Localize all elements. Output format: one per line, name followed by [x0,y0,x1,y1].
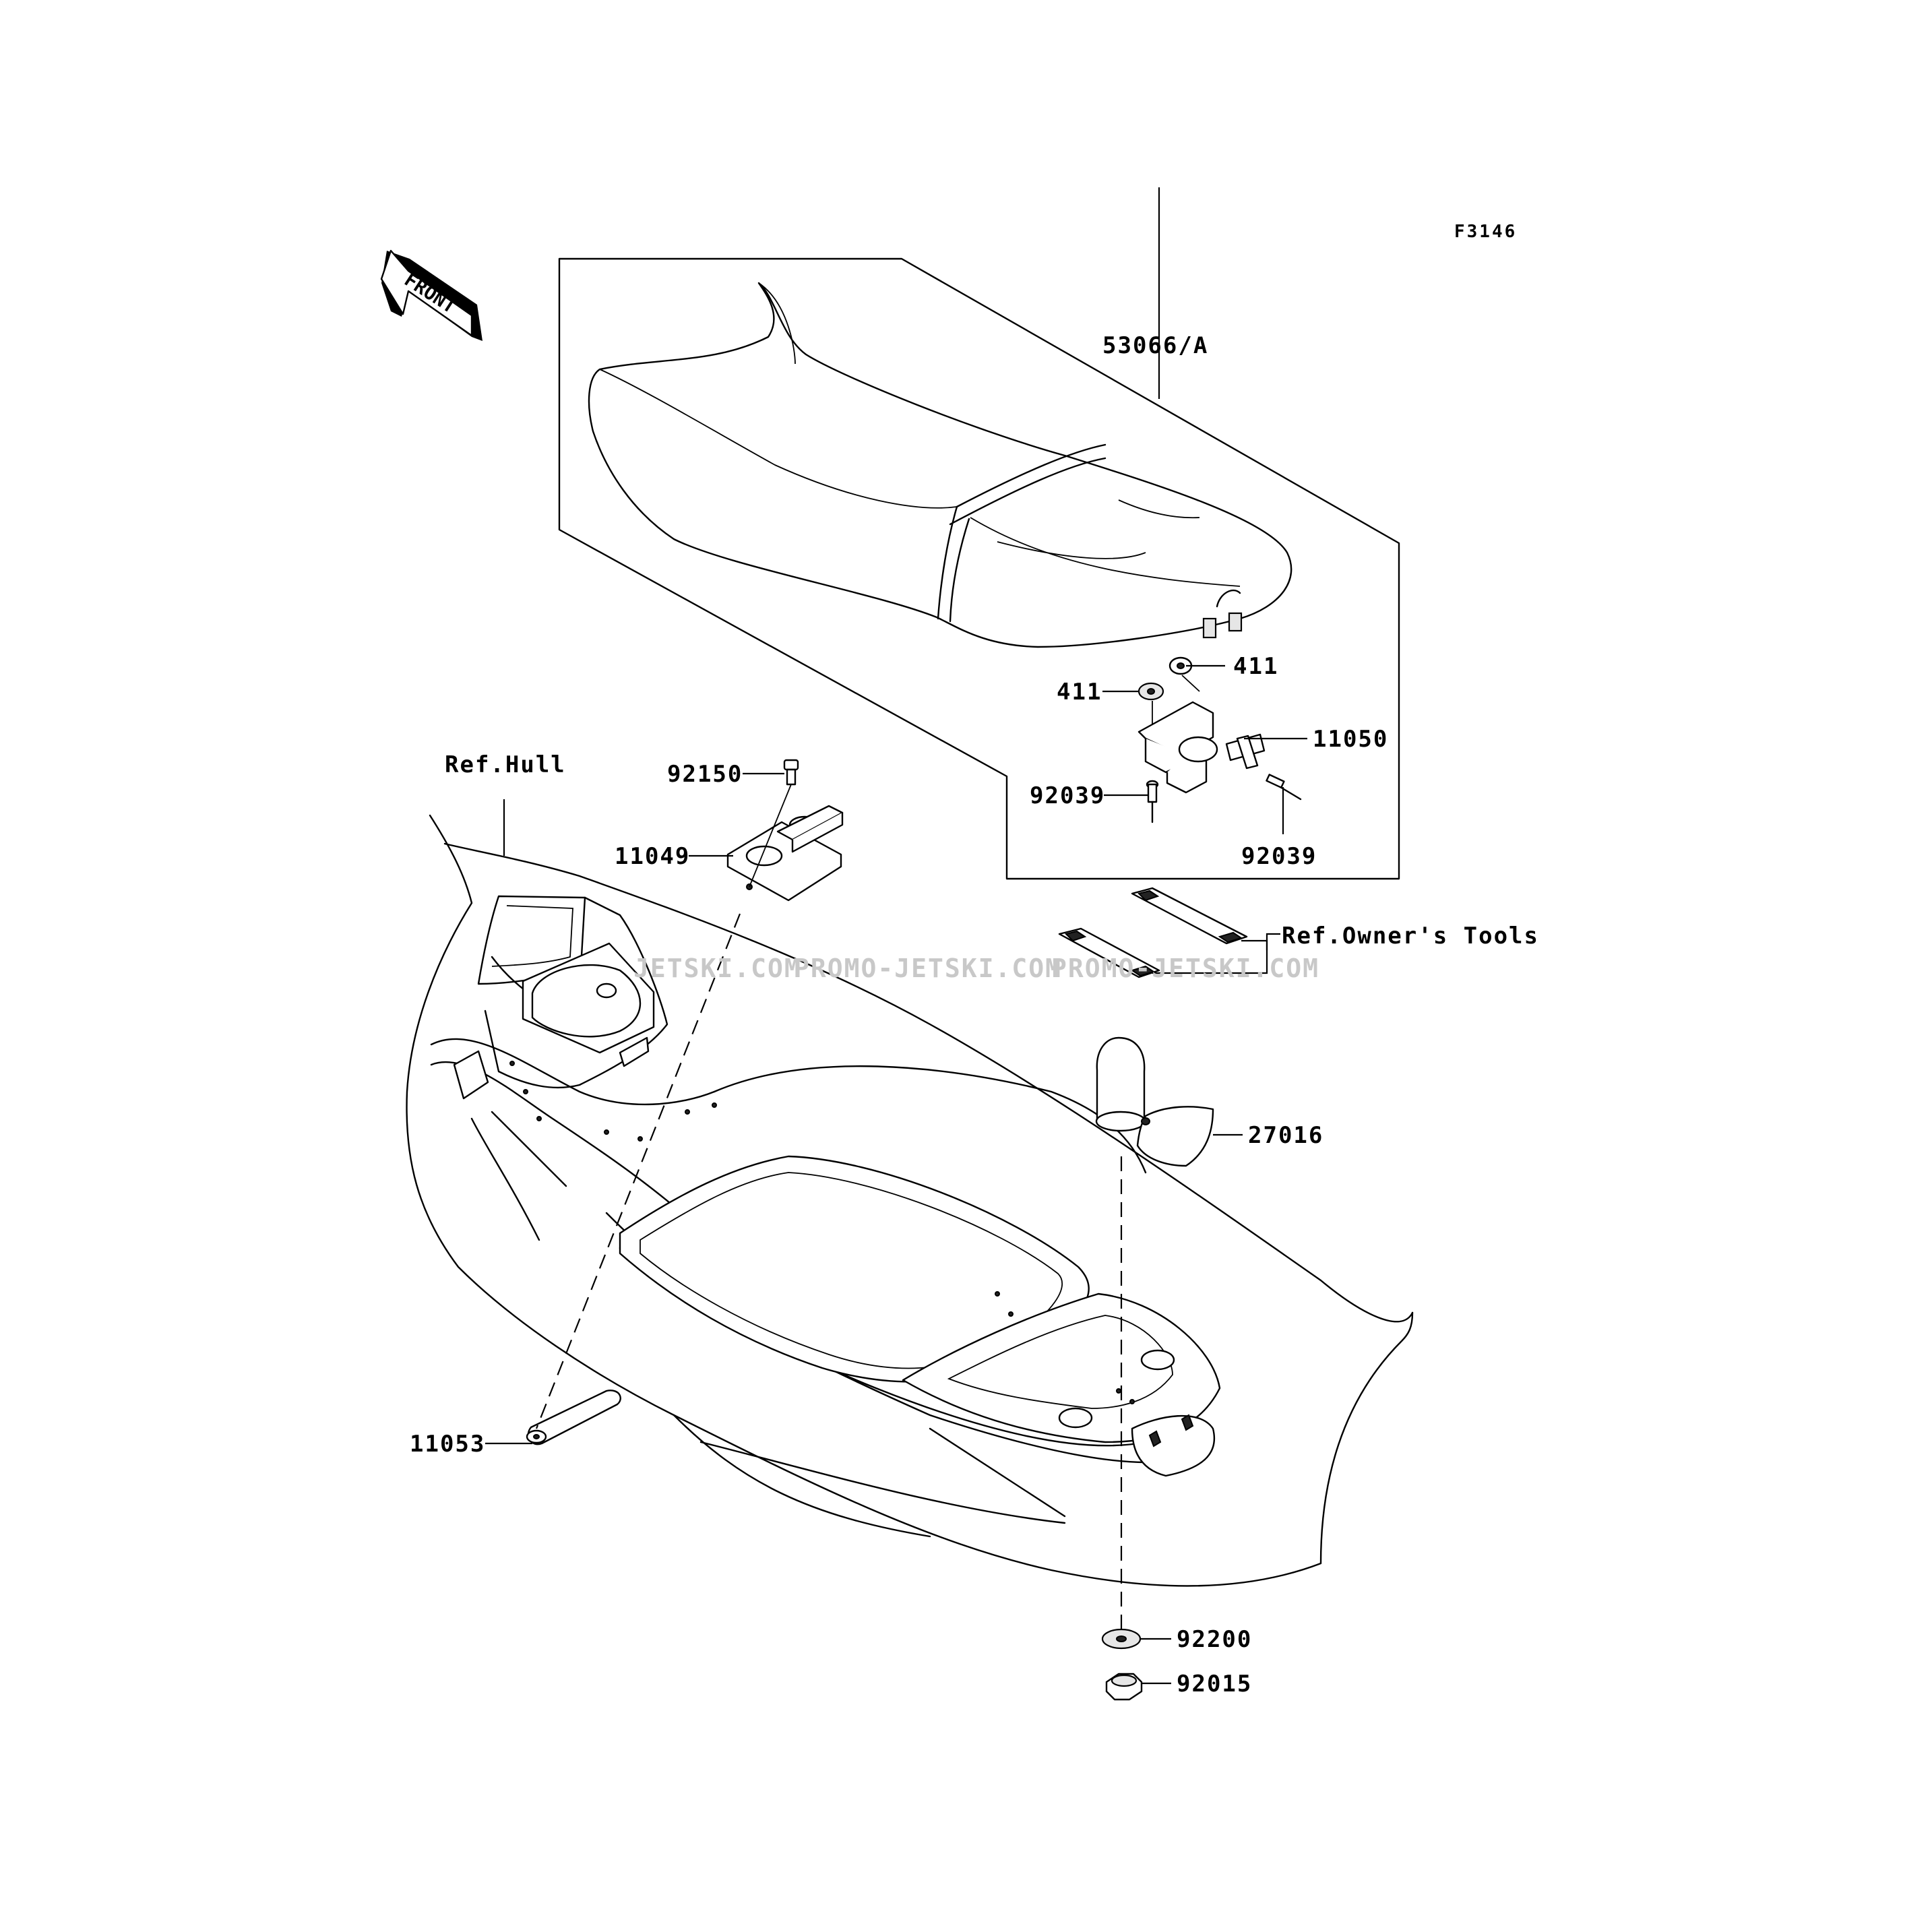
label-bracket-rear: 11050 [1313,726,1388,753]
label-hull: Ref.Hull [445,751,566,778]
seat-assembly [588,282,1292,648]
bracket-front [726,805,844,902]
cap [1095,1036,1214,1167]
label-owners-tools: Ref.Owner's Tools [1282,923,1539,949]
label-nut: 92015 [1177,1671,1252,1697]
label-plate: 11053 [410,1431,485,1458]
seat-group-outline [558,257,1400,880]
watermark-3: PROMO-JETSKI.COM [1051,954,1319,983]
label-rivet-right: 92039 [1241,843,1317,870]
figure-code: F3146 [1454,222,1517,242]
tool-strap-lower [1058,927,1160,978]
front-arrow-icon: FRONT [380,249,482,341]
watermark-1: JETSKI.COM [633,954,801,983]
watermark-2: PROMO-JETSKI.COM [794,954,1062,983]
label-bolt: 92150 [667,761,743,788]
label-rivet-left: 92039 [1030,782,1105,809]
nut [1105,1673,1143,1701]
bolt [783,759,799,786]
washer-bottom [1101,1628,1142,1650]
label-washer-bottom: 92200 [1177,1626,1252,1653]
label-washer-lower: 411 [1057,679,1102,706]
hull-outline [406,814,1414,1587]
tool-strap-upper [1131,887,1248,945]
washer-lower [1138,682,1164,701]
label-cap: 27016 [1248,1122,1323,1149]
label-seat: 53066/A [1102,332,1208,359]
bracket-rear [1138,701,1266,794]
label-washer-upper: 411 [1233,653,1278,680]
plate [526,1390,621,1445]
assembly-line-plate [535,913,741,1429]
washer-upper [1168,656,1193,675]
label-bracket-front: 11049 [615,843,690,870]
rivet-left [1146,780,1159,823]
